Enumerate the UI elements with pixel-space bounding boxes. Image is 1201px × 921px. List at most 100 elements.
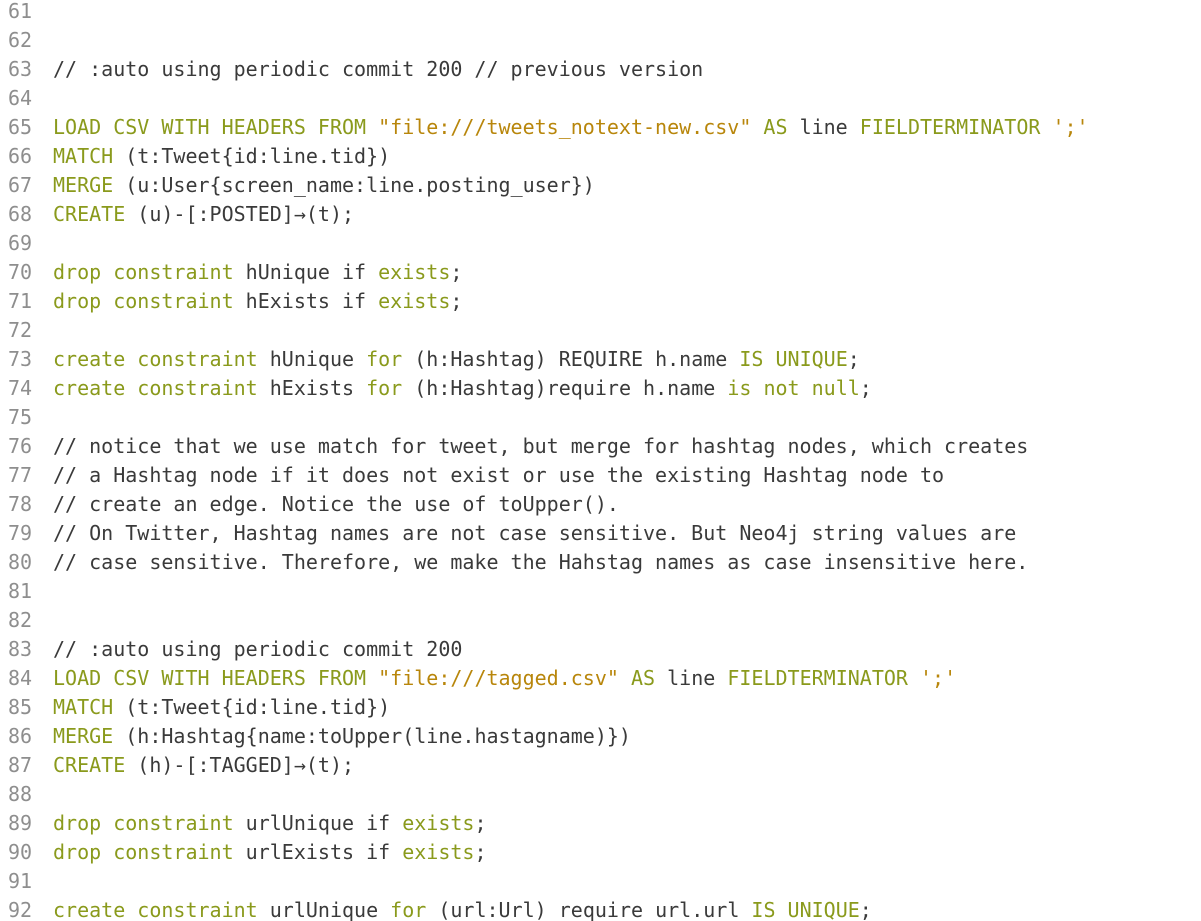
line-code: create constraint urlUnique for (url:Url… (41, 896, 872, 921)
code-token-keyword: drop constraint (53, 811, 246, 835)
line-number: 83 (8, 637, 33, 661)
code-token-plain: ; (450, 260, 463, 284)
line-number: 73 (8, 347, 33, 371)
code-line[interactable]: 62 (0, 26, 1201, 55)
code-token-keyword: for (366, 376, 415, 400)
code-line[interactable]: 92 create constraint urlUnique for (url:U… (0, 896, 1201, 921)
line-number: 66 (8, 144, 33, 168)
code-line[interactable]: 84 LOAD CSV WITH HEADERS FROM "file:///ta… (0, 664, 1201, 693)
code-line[interactable]: 64 (0, 84, 1201, 113)
code-token-keyword: IS UNIQUE (739, 347, 848, 371)
code-line[interactable]: 69 (0, 229, 1201, 258)
line-number: 68 (8, 202, 33, 226)
line-number: 86 (8, 724, 33, 748)
line-number: 77 (8, 463, 33, 487)
line-code: // create an edge. Notice the use of toU… (41, 490, 619, 519)
code-token-plain: ; (474, 811, 487, 835)
code-token-keyword: AS (751, 115, 800, 139)
code-token-keyword: exists (402, 840, 475, 864)
code-token-keyword: MERGE (53, 173, 126, 197)
code-line[interactable]: 83 // :auto using periodic commit 200 (0, 635, 1201, 664)
code-token-keyword: for (390, 898, 439, 921)
code-token-plain: urlExists if (245, 840, 403, 864)
code-line[interactable]: 88 (0, 780, 1201, 809)
line-code: drop constraint hExists if exists; (41, 287, 462, 316)
code-line[interactable]: 73 create constraint hUnique for (h:Hasht… (0, 345, 1201, 374)
code-line[interactable]: 61 (0, 0, 1201, 26)
code-token-keyword: drop constraint (53, 289, 246, 313)
code-token-plain: ; (847, 347, 860, 371)
line-number: 67 (8, 173, 33, 197)
code-token-plain: ; (859, 898, 872, 921)
code-line[interactable]: 77 // a Hashtag node if it does not exist… (0, 461, 1201, 490)
code-token-keyword: for (366, 347, 415, 371)
code-token-plain: (t:Tweet{id:line.tid}) (125, 695, 391, 719)
code-line[interactable]: 72 (0, 316, 1201, 345)
code-token-plain: urlUnique (269, 898, 391, 921)
code-line[interactable]: 71 drop constraint hExists if exists; (0, 287, 1201, 316)
line-number: 89 (8, 811, 33, 835)
line-code: MATCH (t:Tweet{id:line.tid}) (41, 142, 390, 171)
code-token-plain: hUnique if (245, 260, 379, 284)
code-line[interactable]: 76 // notice that we use match for tweet,… (0, 432, 1201, 461)
code-line[interactable]: 78 // create an edge. Notice the use of t… (0, 490, 1201, 519)
code-token-keyword: CREATE (53, 753, 138, 777)
code-line[interactable]: 91 (0, 867, 1201, 896)
code-token-string: ';' (1052, 115, 1089, 139)
line-code: // :auto using periodic commit 200 (41, 635, 462, 664)
code-line[interactable]: 80// case sensitive. Therefore, we make … (0, 548, 1201, 577)
code-line[interactable]: 79// On Twitter, Hashtag names are not c… (0, 519, 1201, 548)
code-line[interactable]: 68 CREATE (u)-[:POSTED]→(t); (0, 200, 1201, 229)
code-token-plain: (u)-[:POSTED]→(t); (137, 202, 355, 226)
code-token-keyword: LOAD CSV WITH HEADERS FROM (53, 666, 379, 690)
code-line[interactable]: 63 // :auto using periodic commit 200 // … (0, 55, 1201, 84)
line-code: // On Twitter, Hashtag names are not cas… (41, 519, 1016, 548)
code-token-comment: // case sensitive. Therefore, we make th… (53, 550, 1029, 574)
code-token-string: "file:///tweets_notext-new.csv" (378, 115, 752, 139)
line-number: 85 (8, 695, 33, 719)
line-number: 84 (8, 666, 33, 690)
code-token-keyword: is not null (727, 376, 860, 400)
line-code: CREATE (u)-[:POSTED]→(t); (41, 200, 354, 229)
code-line[interactable]: 75 (0, 403, 1201, 432)
line-number: 72 (8, 318, 33, 342)
line-number: 87 (8, 753, 33, 777)
code-token-keyword: AS (618, 666, 668, 690)
line-number: 92 (8, 898, 33, 921)
code-token-plain: (h:Hashtag) REQUIRE h.name (414, 347, 740, 371)
line-number: 63 (8, 57, 33, 81)
code-token-keyword: exists (402, 811, 475, 835)
line-number: 71 (8, 289, 33, 313)
code-token-string: "file:///tagged.csv" (378, 666, 619, 690)
code-token-keyword: FIELDTERMINATOR (859, 115, 1053, 139)
code-token-keyword: exists (378, 289, 451, 313)
line-code: // notice that we use match for tweet, b… (41, 432, 1028, 461)
line-number: 62 (8, 28, 33, 52)
line-code: // a Hashtag node if it does not exist o… (41, 461, 944, 490)
code-token-keyword: drop constraint (53, 840, 246, 864)
line-number: 78 (8, 492, 33, 516)
code-token-plain: hExists if (245, 289, 379, 313)
code-token-keyword: drop constraint (53, 260, 246, 284)
line-number: 69 (8, 231, 33, 255)
code-token-comment: // create an edge. Notice the use of toU… (53, 492, 619, 516)
code-token-plain: (h:Hashtag)require h.name (414, 376, 728, 400)
line-number: 76 (8, 434, 33, 458)
code-token-comment: // :auto using periodic commit 200 // pr… (53, 57, 704, 81)
line-code: create constraint hUnique for (h:Hashtag… (41, 345, 860, 374)
line-code: MERGE (h:Hashtag{name:toUpper(line.hasta… (41, 722, 631, 751)
code-line[interactable]: 82 (0, 606, 1201, 635)
code-line[interactable]: 66 MATCH (t:Tweet{id:line.tid}) (0, 142, 1201, 171)
code-line[interactable]: 81 (0, 577, 1201, 606)
line-number: 91 (8, 869, 33, 893)
code-line[interactable]: 86 MERGE (h:Hashtag{name:toUpper(line.has… (0, 722, 1201, 751)
